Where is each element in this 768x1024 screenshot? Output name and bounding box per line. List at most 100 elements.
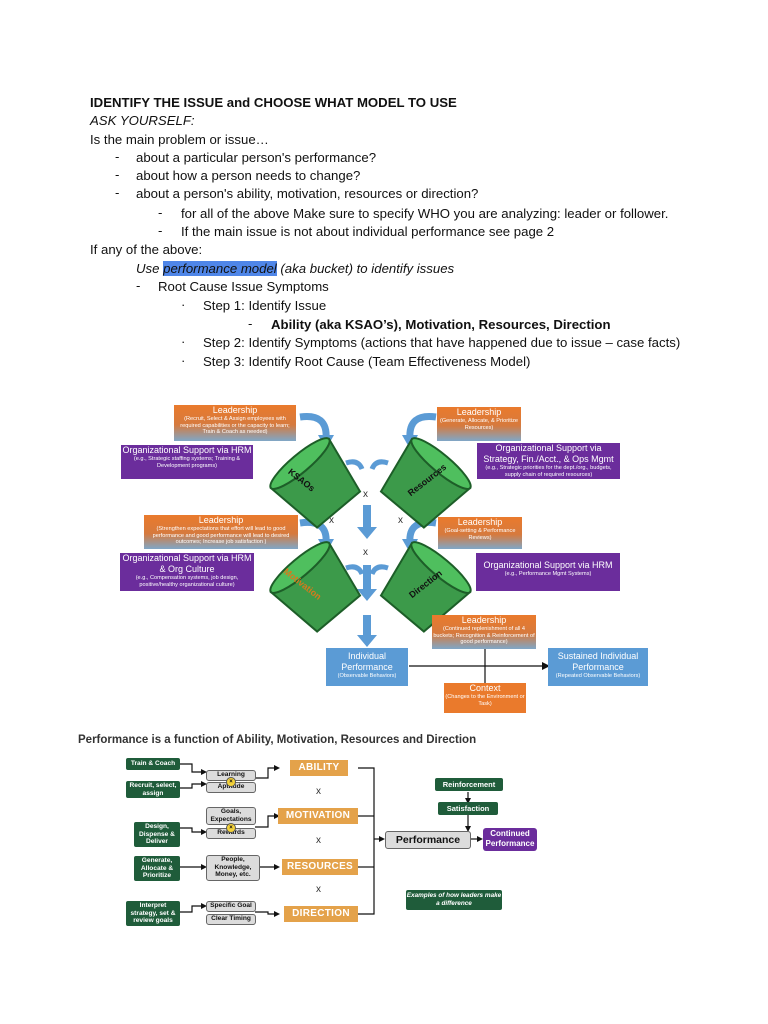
generate-box: Generate, Allocate & Prioritize	[134, 856, 180, 881]
if-any-text: If any of the above:	[90, 242, 203, 257]
box-detail: (Repeated Observable Behaviors)	[555, 673, 641, 679]
step-2: Step 2: Identify Symptoms (actions that …	[203, 335, 681, 350]
clear-timing-box: Clear Timing	[206, 914, 256, 925]
box-heading: Organizational Support via HRM	[122, 445, 252, 455]
box-heading: Context	[469, 683, 501, 693]
box-heading: Sustained Individual Performance	[557, 651, 639, 672]
box-heading: Leadership	[456, 407, 502, 417]
bucket-ksaos-icon	[269, 437, 362, 529]
box-detail: (e.g., Performance Mgmt Systems)	[504, 571, 592, 577]
satisfaction-box: Satisfaction	[438, 802, 498, 815]
dash-bullet: -	[115, 167, 120, 182]
leadership-box-resources: Leadership (Generate, Allocate, & Priori…	[437, 407, 521, 441]
hrm-box-ksaos: Organizational Support via HRM (e.g., St…	[121, 445, 253, 479]
dash-bullet: -	[158, 205, 163, 220]
sustained-performance-box: Sustained Individual Performance (Repeat…	[548, 648, 648, 686]
box-heading: Organizational Support via HRM & Org Cul…	[122, 553, 252, 574]
flow-arrows	[357, 505, 377, 647]
leadership-box-direction: Leadership (Goal-setting & Performance R…	[438, 517, 522, 549]
box-detail: (e.g., Strategic priorities for the dept…	[485, 465, 612, 478]
box-detail: (Recruit, Select & Assign employees with…	[180, 416, 290, 435]
multiply-symbol: x	[363, 489, 368, 500]
dash-bullet: -	[115, 185, 120, 200]
recruit-box: Recruit, select, assign	[126, 781, 180, 798]
reinforcement-box: Reinforcement	[435, 778, 503, 791]
bucket-resources-icon	[379, 437, 472, 529]
dash-bullet: -	[136, 278, 141, 293]
dash-bullet: -	[158, 223, 163, 238]
curved-arrow-icon	[299, 412, 330, 440]
box-heading: Organizational Support via Strategy, Fin…	[483, 443, 614, 464]
leadership-box-ksaos: Leadership (Recruit, Select & Assign emp…	[174, 405, 296, 441]
dash-bullet: -	[248, 316, 253, 331]
box-heading: Leadership	[457, 517, 503, 527]
multiply-circle-icon: ×	[226, 777, 236, 787]
ability-box: ABILITY	[290, 760, 348, 776]
page-heading: IDENTIFY THE ISSUE and CHOOSE WHAT MODEL…	[90, 95, 457, 110]
hrm-box-motivation: Organizational Support via HRM & Org Cul…	[120, 553, 254, 591]
multiply-symbol: x	[316, 786, 321, 797]
multiply-symbol: x	[398, 515, 403, 526]
box-heading: Organizational Support via HRM	[483, 560, 613, 570]
box-detail: (Observable Behaviors)	[337, 673, 397, 679]
sub-point-1: for all of the above Make sure to specif…	[181, 206, 669, 221]
multiply-symbol: x	[316, 884, 321, 895]
direction-box: DIRECTION	[284, 906, 358, 922]
dot-bullet: ·	[181, 334, 186, 349]
motivation-box: MOTIVATION	[278, 808, 358, 824]
box-detail: (Changes to the Environment or Task)	[445, 694, 525, 707]
step-1-detail: Ability (aka KSAO’s), Motivation, Resour…	[271, 317, 611, 332]
box-heading: Individual Performance	[341, 651, 393, 672]
box-detail: (e.g., Strategic staffing systems; Train…	[133, 456, 241, 469]
train-coach-box: Train & Coach	[126, 758, 180, 770]
interpret-box: Interpret strategy, set & review goals	[126, 901, 180, 926]
people-box: People, Knowledge, Money, etc.	[206, 855, 260, 881]
root-cause-heading: Root Cause Issue Symptoms	[158, 279, 329, 294]
question-2: about how a person needs to change?	[136, 168, 361, 183]
figure-title: Performance is a function of Ability, Mo…	[78, 734, 477, 746]
dash-bullet: -	[115, 149, 120, 164]
bucket-graphics	[269, 412, 550, 683]
question-3: about a person's ability, motivation, re…	[136, 186, 479, 201]
box-detail: (Generate, Allocate, & Prioritize Resour…	[439, 418, 519, 431]
specific-goal-box: Specific Goal	[206, 901, 256, 912]
step-3: Step 3: Identify Root Cause (Team Effect…	[203, 354, 531, 369]
leadership-box-motivation: Leadership (Strengthen expectations that…	[144, 515, 298, 549]
box-heading: Leadership	[212, 405, 258, 415]
design-box: Design, Dispense & Deliver	[134, 822, 180, 847]
box-detail: (Continued replenishment of all 4 bucket…	[433, 626, 535, 645]
hrm-box-direction: Organizational Support via HRM (e.g., Pe…	[476, 553, 620, 591]
performance-function-diagram: Performance is a function of Ability, Mo…	[72, 728, 582, 928]
function-connectors	[180, 763, 483, 917]
multiply-symbol: x	[363, 547, 368, 558]
bucket-model-diagram: KSAOs Resources Motivation Direction x x…	[118, 393, 658, 715]
bucket-direction-icon	[379, 541, 472, 633]
box-heading: Leadership	[198, 515, 244, 525]
leadership-box-sustain: Leadership (Continued replenishment of a…	[432, 615, 536, 649]
use-suffix: (aka bucket) to identify issues	[276, 261, 455, 276]
curved-arrow-icon	[406, 412, 437, 440]
dot-bullet: ·	[181, 353, 186, 368]
multiply-circle-icon: ×	[226, 823, 236, 833]
strategy-box-resources: Organizational Support via Strategy, Fin…	[477, 443, 620, 479]
multiply-symbol: x	[316, 835, 321, 846]
bucket-motivation-icon	[269, 541, 362, 633]
highlighted-model: performance model	[163, 261, 277, 276]
multiply-symbol: x	[329, 515, 334, 526]
examples-note: Examples of how leaders make a differenc…	[406, 890, 502, 910]
performance-box: Performance	[385, 831, 471, 849]
box-heading: Leadership	[461, 615, 507, 625]
individual-performance-box: Individual Performance (Observable Behav…	[326, 648, 408, 686]
step-1: Step 1: Identify Issue	[203, 298, 327, 313]
context-box: Context (Changes to the Environment or T…	[444, 683, 526, 713]
use-prefix: Use	[136, 261, 164, 276]
box-detail: (Strengthen expectations that effort wil…	[152, 526, 290, 545]
dot-bullet: ·	[181, 297, 186, 312]
question-1: about a particular person's performance?	[136, 150, 377, 165]
performance-flow-lines	[409, 646, 546, 683]
use-model-line: Use performance model (aka bucket) to id…	[136, 260, 454, 277]
box-detail: (Goal-setting & Performance Reviews)	[444, 528, 516, 541]
sub-point-2: If the main issue is not about individua…	[181, 224, 555, 239]
box-detail: (e.g., Compensation systems, job design,…	[135, 575, 239, 588]
ask-yourself: ASK YOURSELF:	[90, 113, 195, 128]
